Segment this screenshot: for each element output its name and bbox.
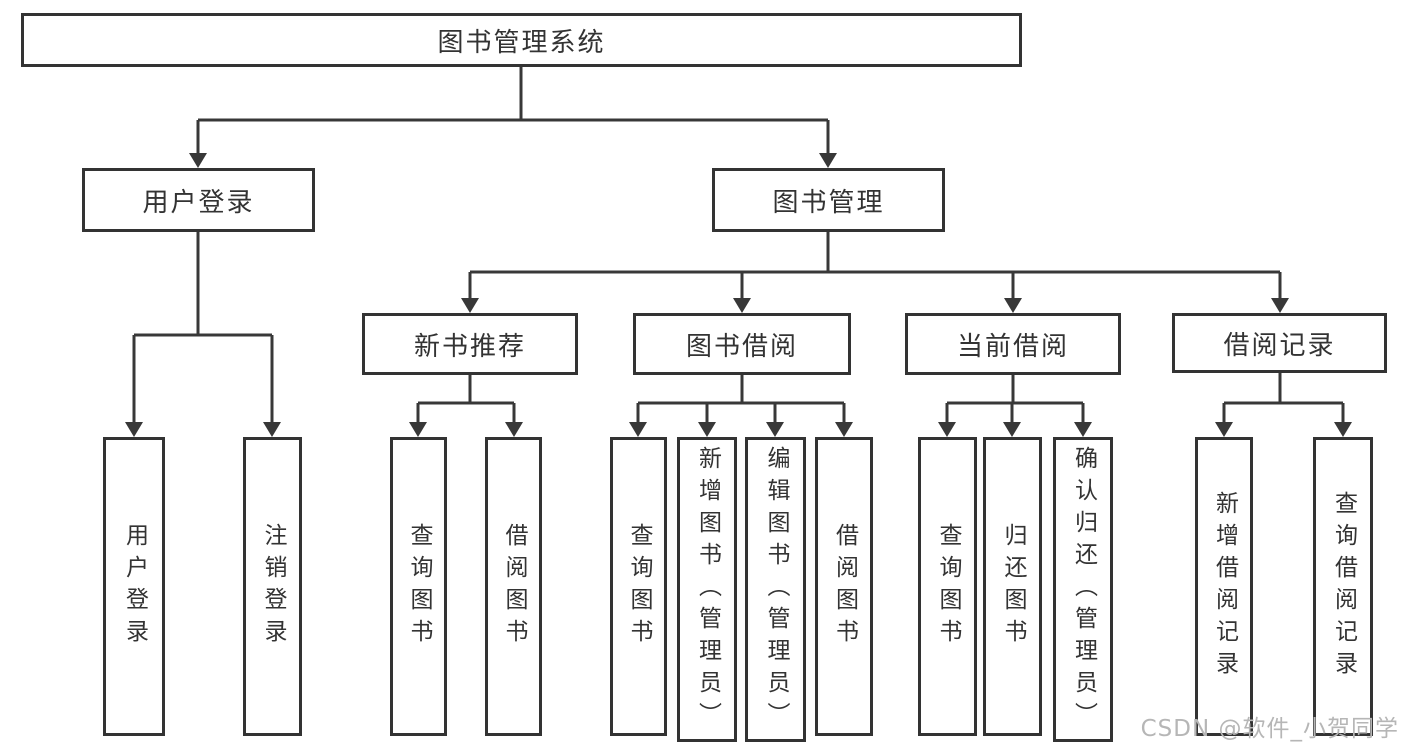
leaf-return-books: 归还图书	[983, 437, 1042, 736]
leaf-edit-books-admin: 编辑图书（管理员）	[745, 437, 806, 742]
node-book-management: 图书管理	[712, 168, 945, 232]
leaf-query-borrow-record: 查询借阅记录	[1313, 437, 1373, 736]
node-current-borrowing: 当前借阅	[905, 313, 1121, 375]
leaf-add-borrow-record: 新增借阅记录	[1195, 437, 1253, 736]
leaf-query-books-3: 查询图书	[918, 437, 977, 736]
node-borrowing-records: 借阅记录	[1172, 313, 1387, 373]
leaf-query-books-2: 查询图书	[610, 437, 667, 736]
node-user-login: 用户登录	[82, 168, 315, 232]
leaf-add-books-admin: 新增图书（管理员）	[677, 437, 737, 742]
leaf-borrow-books-2: 借阅图书	[815, 437, 873, 736]
node-root-library-management-system: 图书管理系统	[21, 13, 1022, 67]
leaf-query-books-1: 查询图书	[390, 437, 447, 736]
arrow-down-icons	[125, 153, 1352, 437]
leaf-logout: 注销登录	[243, 437, 302, 736]
node-book-borrowing: 图书借阅	[633, 313, 851, 375]
leaf-borrow-books-1: 借阅图书	[485, 437, 542, 736]
tree-edges	[132, 67, 1345, 425]
csdn-watermark: CSDN @软件_小贺同学	[1140, 716, 1399, 742]
node-new-book-recommendation: 新书推荐	[362, 313, 578, 375]
leaf-confirm-return-admin: 确认归还（管理员）	[1053, 437, 1113, 742]
leaf-user-login: 用户登录	[103, 437, 165, 736]
